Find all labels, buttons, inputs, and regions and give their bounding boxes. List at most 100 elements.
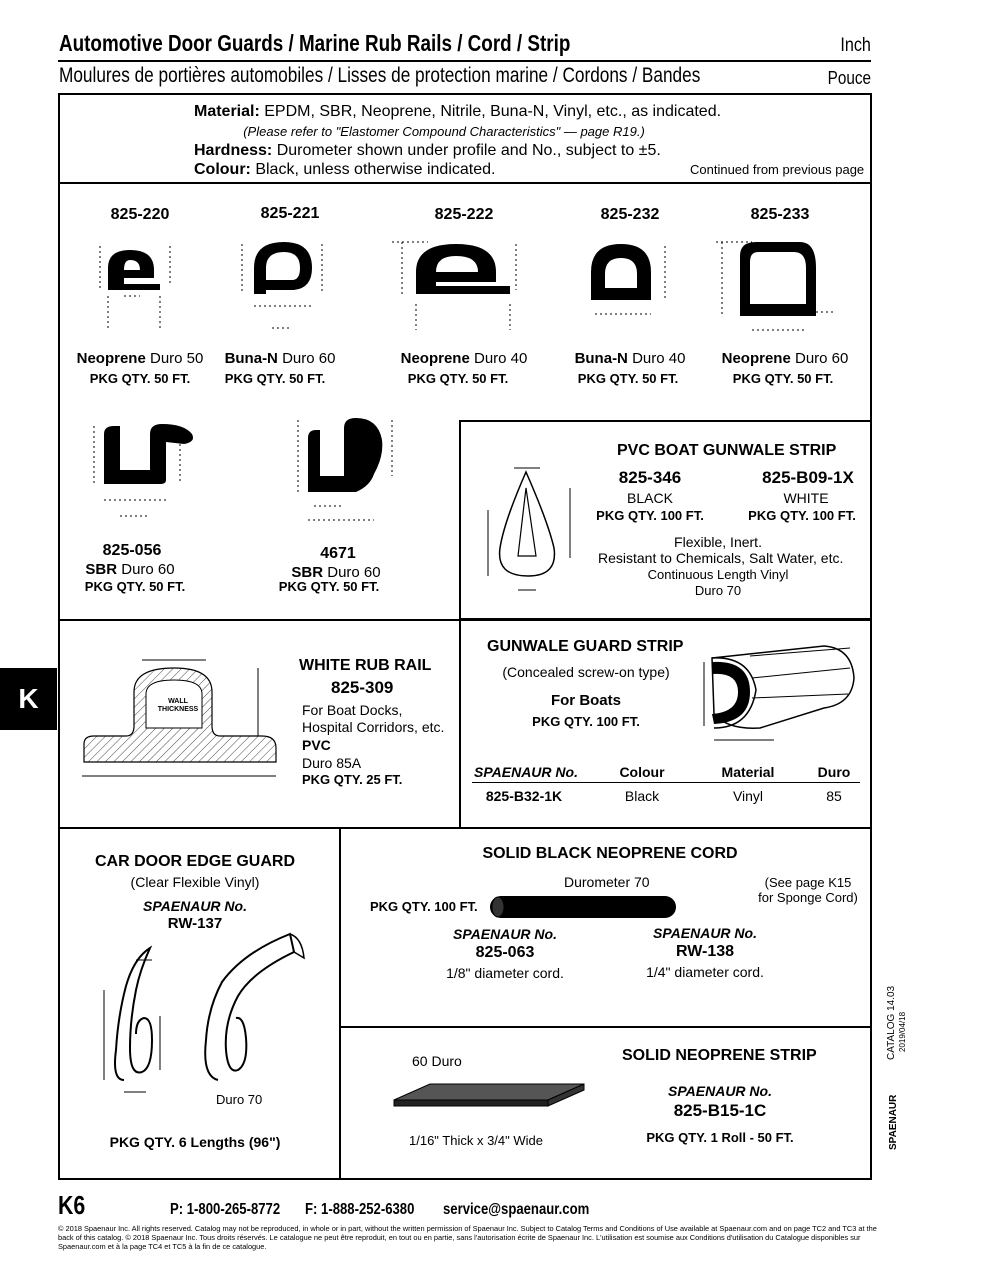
cord-drawing <box>490 896 676 918</box>
continued-note: Continued from previous page <box>690 162 865 177</box>
rub-rail-title: WHITE RUB RAIL <box>299 657 432 674</box>
pvc-color-b: WHITE <box>783 490 829 506</box>
profile-825-220-drawing <box>99 246 171 328</box>
pvc-desc-3: Continuous Length Vinyl <box>647 567 789 582</box>
pvc-part-a: 825-346 <box>618 468 682 487</box>
gg-col-colour: Colour <box>619 764 665 780</box>
catalog-date: 2019/04/18 <box>898 1011 907 1052</box>
gg-cell-colour: Black <box>624 788 660 804</box>
footer-phone: P: 1-800-265-8772 <box>170 1201 281 1218</box>
part-825-220: 825-220 <box>110 206 170 223</box>
pvc-part-b: 825-B09-1X <box>762 468 854 487</box>
part-825-222: 825-222 <box>434 206 494 223</box>
cord-part-a: 825-063 <box>475 944 535 961</box>
part-4671: 4671 <box>320 545 356 562</box>
profile-825-233-drawing <box>716 241 836 331</box>
pkg-825-232: PKG QTY. 50 FT. <box>577 371 679 386</box>
pkg-825-220: PKG QTY. 50 FT. <box>89 371 191 386</box>
cord-see-2: for Sponge Cord) <box>758 890 858 905</box>
gg-table-rule <box>472 782 860 783</box>
rub-rail-duro: Duro 85A <box>302 755 362 771</box>
gunwale-guard-subtitle: (Concealed screw-on type) <box>502 664 670 680</box>
pkg-825-221: PKG QTY. 50 FT. <box>224 371 326 386</box>
strip-no-label: SPAENAUR No. <box>668 1083 772 1099</box>
page-title: Automotive Door Guards / Marine Rub Rail… <box>59 30 571 56</box>
pvc-color-a: BLACK <box>627 490 673 506</box>
door-edge-no-label: SPAENAUR No. <box>143 898 247 914</box>
rub-rail-material: PVC <box>302 737 331 753</box>
cord-pkg: PKG QTY. 100 FT. <box>370 899 478 914</box>
strip-drawing <box>393 1083 585 1107</box>
part-825-056: 825-056 <box>102 542 162 559</box>
footer-email[interactable]: service@spaenaur.com <box>443 1201 590 1218</box>
refer-note: (Please refer to "Elastomer Compound Cha… <box>243 124 645 139</box>
rub-rail-use-2: Hospital Corridors, etc. <box>302 719 445 735</box>
strip-pkg: PKG QTY. 1 Roll - 50 FT. <box>646 1130 794 1145</box>
pvc-desc-4: Duro 70 <box>694 583 742 598</box>
gunwale-guard-title: GUNWALE GUARD STRIP <box>487 638 684 655</box>
part-825-233: 825-233 <box>750 206 810 223</box>
intro-rule <box>58 182 872 184</box>
header-rule <box>58 60 871 62</box>
pvc-desc-2: Resistant to Chemicals, Salt Water, etc. <box>598 550 844 566</box>
profile-825-222-drawing <box>392 241 517 330</box>
gunwale-guard-pkg: PKG QTY. 100 FT. <box>532 714 640 729</box>
row2-rule <box>58 619 872 621</box>
unit-pouce: Pouce <box>827 68 871 88</box>
strip-title: SOLID NEOPRENE STRIP <box>622 1047 817 1064</box>
gg-cell-duro: 85 <box>826 788 842 804</box>
row3-rule <box>58 827 872 829</box>
section-tab: K <box>0 668 57 730</box>
colour-line: Colour: Black, unless otherwise indicate… <box>194 161 496 178</box>
door-edge-pkg: PKG QTY. 6 Lengths (96") <box>109 1134 281 1150</box>
gg-col-duro: Duro <box>817 764 851 780</box>
gg-cell-material: Vinyl <box>732 788 764 804</box>
strip-part: 825-B15-1C <box>673 1101 767 1120</box>
footer-legal: © 2018 Spaenaur Inc. All rights reserved… <box>58 1224 877 1251</box>
mat-825-222: Neoprene Duro 40 <box>400 350 528 367</box>
cord-desc-a: 1/8" diameter cord. <box>446 965 564 981</box>
mat-4671: SBR Duro 60 <box>291 564 381 581</box>
cord-desc-b: 1/4" diameter cord. <box>646 964 764 980</box>
brand-vertical: SPAENAUR <box>888 1094 899 1150</box>
rub-rail-part: 825-309 <box>331 678 394 697</box>
door-edge-part: RW-137 <box>167 915 223 932</box>
catalog-version: CATALOG 14.03 <box>886 985 897 1060</box>
rub-rail-pkg: PKG QTY. 25 FT. <box>302 772 403 787</box>
door-edge-title: CAR DOOR EDGE GUARD <box>94 853 295 870</box>
door-edge-divider <box>339 827 341 1180</box>
pvc-strip-title: PVC BOAT GUNWALE STRIP <box>617 442 837 459</box>
pvc-pkg-b: PKG QTY. 100 FT. <box>748 508 856 523</box>
rub-rail-use-1: For Boat Docks, <box>302 702 403 718</box>
unit-inch: Inch <box>840 35 871 56</box>
page-number: K6 <box>58 1190 86 1220</box>
door-edge-drawing <box>103 932 305 1093</box>
mat-825-232: Buna-N Duro 40 <box>574 350 686 367</box>
door-edge-duro: Duro 70 <box>216 1092 263 1107</box>
hardness-line: Hardness: Durometer shown under profile … <box>194 142 661 159</box>
profile-825-232-drawing <box>591 244 666 315</box>
part-825-221: 825-221 <box>260 205 320 222</box>
pkg-825-222: PKG QTY. 50 FT. <box>407 371 509 386</box>
pkg-825-233: PKG QTY. 50 FT. <box>732 371 834 386</box>
part-825-232: 825-232 <box>600 206 660 223</box>
gg-col-material: Material <box>721 764 775 780</box>
mat-825-220: Neoprene Duro 50 <box>76 350 204 367</box>
cord-no-label-a: SPAENAUR No. <box>453 926 557 942</box>
cord-durometer: Durometer 70 <box>564 874 650 890</box>
gunwale-guard-drawing <box>703 645 855 741</box>
rubrail-divider <box>459 619 461 828</box>
strip-duro: 60 Duro <box>412 1053 462 1069</box>
profile-4671-drawing <box>297 418 393 521</box>
pvc-desc-1: Flexible, Inert. <box>674 534 762 550</box>
content-frame <box>58 93 872 1180</box>
cord-part-b: RW-138 <box>675 943 735 960</box>
mat-825-056: SBR Duro 60 <box>85 561 175 578</box>
strip-size: 1/16" Thick x 3/4" Wide <box>409 1133 543 1148</box>
gunwale-guard-for: For Boats <box>550 692 621 709</box>
mat-825-233: Neoprene Duro 60 <box>721 350 849 367</box>
pkg-4671: PKG QTY. 50 FT. <box>278 579 380 594</box>
pvc-strip-drawing <box>487 467 571 591</box>
footer-fax: F: 1-888-252-6380 <box>305 1201 415 1218</box>
